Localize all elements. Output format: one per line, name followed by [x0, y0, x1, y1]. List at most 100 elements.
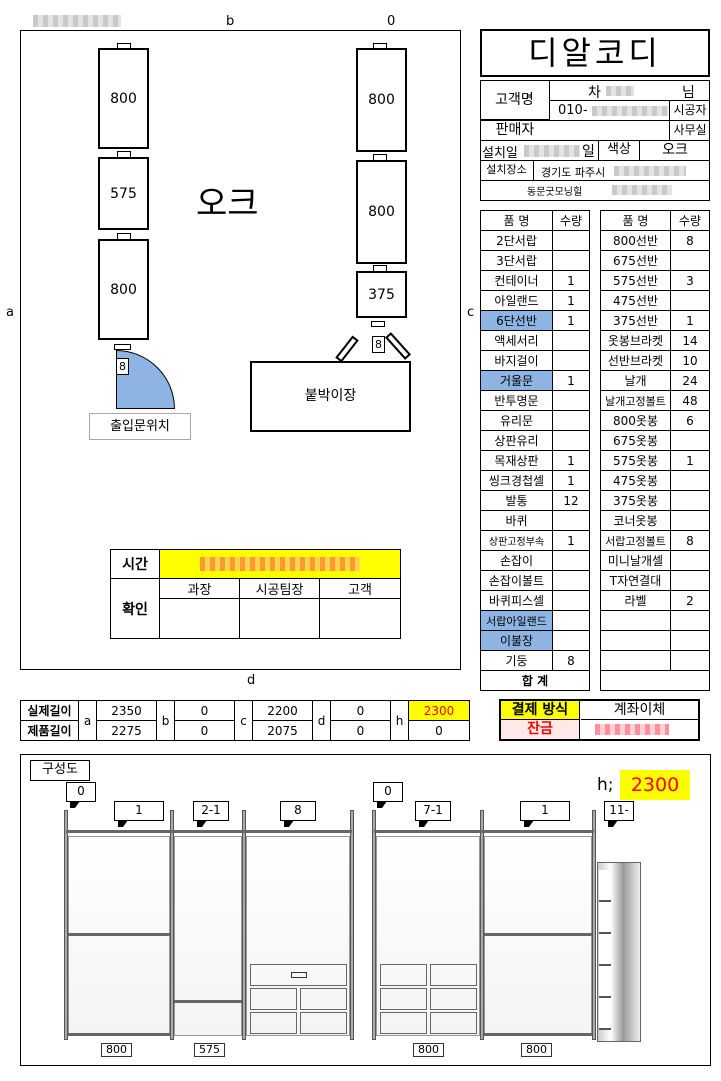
- date-line: [480, 140, 710, 141]
- unit-800-hanging: [68, 836, 170, 1036]
- dim-d-product: 0: [330, 720, 391, 741]
- item-qty: [670, 650, 710, 671]
- installer-label: 시공자: [669, 100, 710, 120]
- confirm-label: 확인: [110, 578, 160, 639]
- install-date-label: 설치일: [482, 146, 518, 161]
- confirm-col-manager: 과장: [159, 578, 240, 599]
- item-qty: 1: [670, 310, 710, 331]
- width-label: 575: [194, 1043, 225, 1057]
- drawer: [380, 988, 427, 1010]
- post: [480, 810, 484, 1040]
- drawer: [300, 1012, 347, 1034]
- width-label: 800: [101, 1043, 132, 1057]
- dim-b-actual: 0: [174, 700, 235, 721]
- width-label: 800: [413, 1043, 444, 1057]
- drawer: [380, 1012, 427, 1034]
- plan-unit-right-2: 800: [356, 160, 407, 264]
- payment-method: 계좌이체: [581, 701, 698, 720]
- item-name: 375선반: [600, 310, 671, 331]
- drawer: [380, 964, 427, 986]
- item-name: 유리문: [480, 410, 553, 431]
- post: [242, 810, 246, 1040]
- item-name: 800선반: [600, 230, 671, 251]
- item-name: 상판고정부속: [480, 530, 553, 551]
- item-name: [600, 630, 671, 651]
- drawer: [250, 964, 347, 986]
- item-name: 바지걸이: [480, 350, 553, 371]
- item-qty: [552, 250, 590, 271]
- item-qty: 24: [670, 370, 710, 391]
- time-label: 시간: [110, 549, 160, 579]
- dim-a-product: 2275: [96, 720, 157, 741]
- item-name: 선반브라켓: [600, 350, 671, 371]
- item-qty: [670, 550, 710, 571]
- item-qty: [670, 510, 710, 531]
- item-qty: 8: [552, 650, 590, 671]
- shelf-rail: [174, 1000, 242, 1003]
- item-qty: [670, 570, 710, 591]
- brand-box: 디알코디: [480, 29, 710, 77]
- unit-800-drawers-right: [376, 836, 480, 1036]
- sign-leader[interactable]: [239, 598, 320, 639]
- item-name: 씽크경첩셀: [480, 470, 553, 491]
- item-name: 거울문: [480, 370, 553, 391]
- item-name: 반투명문: [480, 390, 553, 411]
- item-name: 날개: [600, 370, 671, 391]
- label-d: d: [247, 673, 256, 688]
- place-label: 설치장소: [480, 160, 534, 180]
- item-name: 코너옷봉: [600, 510, 671, 531]
- tag-right-1: 7-1: [415, 801, 451, 827]
- customer-name: 차: [588, 85, 601, 101]
- phone-prefix: 010-: [558, 103, 588, 118]
- post: [350, 810, 354, 1040]
- sign-customer[interactable]: [319, 598, 401, 639]
- items-total-blank: [600, 670, 710, 691]
- item-name: 바퀴피스셀: [480, 590, 553, 611]
- dim-b-label: b: [156, 700, 175, 741]
- label-a: a: [6, 305, 14, 320]
- balance-redacted: [595, 724, 669, 735]
- item-qty: 1: [552, 530, 590, 551]
- item-qty: 6: [670, 410, 710, 431]
- item-qty: [552, 330, 590, 351]
- hanging-rod: [68, 933, 170, 936]
- corner-tag: 8: [372, 336, 385, 353]
- bottom-rail: [68, 1033, 170, 1036]
- item-name: 475선반: [600, 290, 671, 311]
- install-date-redacted: [524, 145, 580, 157]
- drawer: [300, 988, 347, 1010]
- tag-left-2: 2-1: [193, 801, 229, 827]
- time-value: [159, 549, 401, 579]
- item-qty: [552, 410, 590, 431]
- payment-label: 결제 방식: [501, 701, 580, 720]
- dim-b-product: 0: [174, 720, 235, 741]
- mirror-shelves: [599, 870, 611, 1030]
- item-name: 3단서랍: [480, 250, 553, 271]
- post: [372, 810, 376, 1040]
- item-name: 575선반: [600, 270, 671, 291]
- balance-label: 잔금: [501, 720, 580, 739]
- unit-800-hanging-right: [484, 836, 592, 1036]
- label-zero: 0: [387, 14, 396, 29]
- item-name: T자연결대: [600, 570, 671, 591]
- item-name: 라벨: [600, 590, 671, 611]
- post: [592, 810, 596, 1040]
- composition-title: 구성도: [30, 760, 90, 781]
- item-name: 기둥: [480, 650, 553, 671]
- sign-manager[interactable]: [159, 598, 240, 639]
- item-qty: 10: [670, 350, 710, 371]
- label-b: b: [226, 14, 235, 29]
- dim-d-label: d: [312, 700, 331, 741]
- customer-label: 고객명: [480, 80, 550, 120]
- item-qty: [670, 490, 710, 511]
- item-name: 675선반: [600, 250, 671, 271]
- actual-label: 실제길이: [20, 700, 79, 721]
- item-name: 675옷봉: [600, 430, 671, 451]
- tag-right-0: 0: [373, 782, 403, 808]
- place-line: [480, 160, 710, 161]
- item-name: 손잡이: [480, 550, 553, 571]
- item-name: 800옷봉: [600, 410, 671, 431]
- payment-box: [499, 699, 700, 741]
- item-name: 이불장: [480, 630, 553, 651]
